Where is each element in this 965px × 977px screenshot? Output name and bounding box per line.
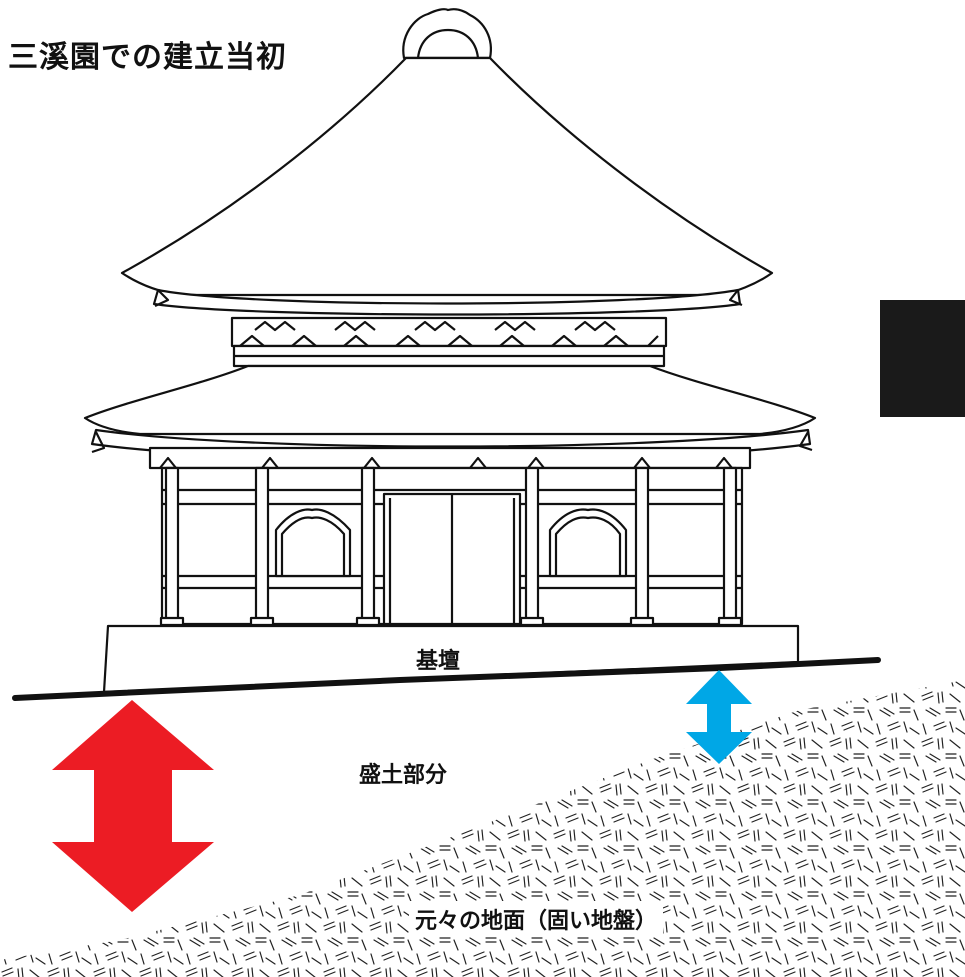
dark-block [880, 300, 965, 417]
original-ground-label: 元々の地面（固い地盤） [409, 901, 664, 937]
window-left [274, 508, 352, 578]
ground-line [12, 657, 881, 701]
fill-height-arrow [52, 700, 214, 912]
roof-finial [402, 8, 492, 60]
fill-section-label: 盛土部分 [359, 763, 448, 788]
upper-roof [120, 56, 774, 297]
window-right [548, 508, 628, 578]
diagram-title: 三溪園での建立当初 [8, 40, 287, 75]
lower-roof [83, 364, 817, 436]
platform-label: 基壇 [416, 649, 461, 674]
platform-height-arrow [686, 670, 752, 764]
